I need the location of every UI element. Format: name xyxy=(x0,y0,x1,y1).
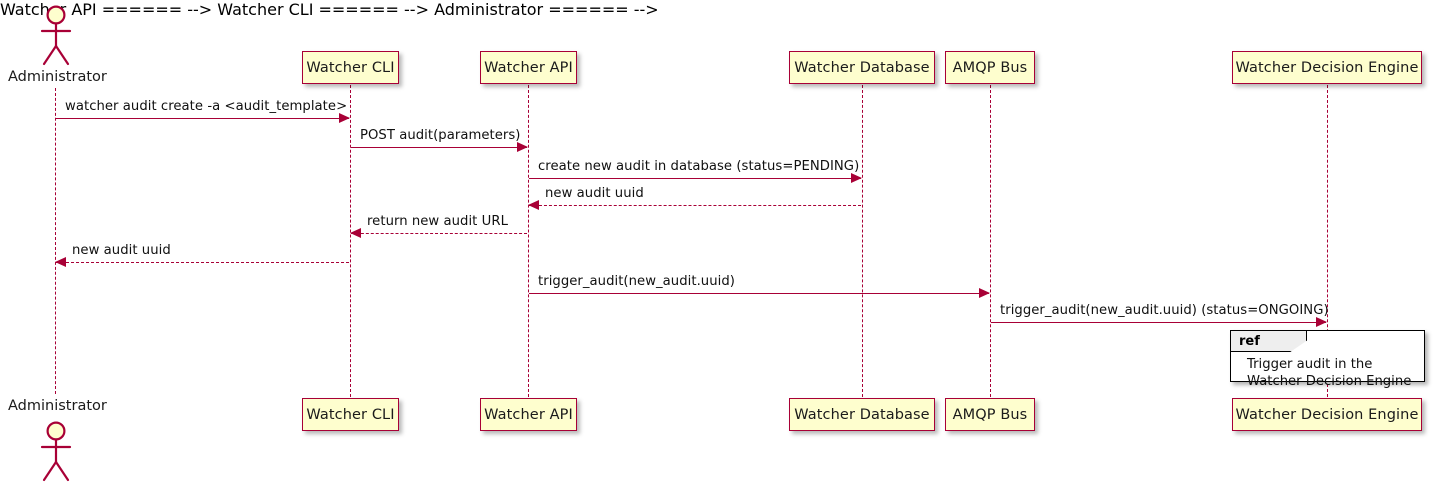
ref-fragment-tag: ref xyxy=(1231,331,1307,352)
ref-fragment-line-1: Trigger audit in the xyxy=(1247,357,1373,372)
lifeline-watcher-cli xyxy=(350,85,351,397)
arrowhead-right-icon xyxy=(979,287,990,298)
message-line xyxy=(529,293,989,294)
participant-watcher-api-bottom[interactable]: Watcher API xyxy=(480,398,577,431)
message-label: POST audit(parameters) xyxy=(360,128,521,143)
message-line xyxy=(529,178,861,179)
message-label: trigger_audit(new_audit.uuid) (status=ON… xyxy=(1000,303,1329,318)
message-label: create new audit in database (status=PEN… xyxy=(538,159,860,174)
actor-administrator-top-label: Administrator xyxy=(8,69,107,85)
participant-watcher-decision-engine-bottom[interactable]: Watcher Decision Engine xyxy=(1232,398,1422,431)
participant-watcher-database-top[interactable]: Watcher Database xyxy=(789,51,935,84)
arrowhead-right-icon xyxy=(339,112,350,123)
participant-watcher-cli-top[interactable]: Watcher CLI xyxy=(302,51,399,84)
participant-label: AMQP Bus xyxy=(952,59,1028,76)
message-label: new audit uuid xyxy=(72,243,171,258)
participant-watcher-decision-engine-top[interactable]: Watcher Decision Engine xyxy=(1232,51,1422,84)
participant-amqp-bus-top[interactable]: AMQP Bus xyxy=(945,51,1035,84)
participant-label: Watcher Database xyxy=(794,406,930,423)
lifeline-administrator xyxy=(55,88,56,394)
participant-label: Watcher Database xyxy=(794,59,930,76)
lifeline-watcher-database xyxy=(862,85,863,397)
participant-watcher-database-bottom[interactable]: Watcher Database xyxy=(789,398,935,431)
participant-label: Watcher API xyxy=(484,59,573,76)
arrowhead-left-icon xyxy=(528,199,539,210)
message-label: trigger_audit(new_audit.uuid) xyxy=(538,274,735,289)
participant-label: Watcher API xyxy=(484,406,573,423)
message-label: watcher audit create -a <audit_template> xyxy=(65,99,348,114)
message-line xyxy=(56,118,349,119)
participant-label: Watcher CLI xyxy=(306,406,395,423)
message-label: return new audit URL xyxy=(367,214,508,229)
arrowhead-left-icon xyxy=(350,227,361,238)
participant-label: Watcher Decision Engine xyxy=(1235,406,1419,423)
participant-label: AMQP Bus xyxy=(952,406,1028,423)
message-line xyxy=(351,233,527,234)
message-line xyxy=(529,205,861,206)
message-line xyxy=(991,322,1326,323)
lifeline-amqp-bus xyxy=(990,85,991,397)
arrowhead-right-icon xyxy=(1316,316,1327,327)
participant-label: Watcher Decision Engine xyxy=(1235,59,1419,76)
participant-amqp-bus-bottom[interactable]: AMQP Bus xyxy=(945,398,1035,431)
arrowhead-right-icon xyxy=(517,141,528,152)
ref-fragment-line-2: Watcher Decision Engine xyxy=(1247,374,1412,389)
ref-fragment[interactable]: ref Trigger audit in the Watcher Decisio… xyxy=(1230,330,1425,389)
lifeline-watcher-decision-engine xyxy=(1327,85,1328,397)
ref-fragment-body: Trigger audit in the Watcher Decision En… xyxy=(1231,353,1424,390)
actor-administrator-bottom-label: Administrator xyxy=(8,398,107,414)
lifeline-watcher-api xyxy=(528,85,529,397)
message-label: new audit uuid xyxy=(545,186,644,201)
arrowhead-right-icon xyxy=(851,172,862,183)
participant-watcher-cli-bottom[interactable]: Watcher CLI xyxy=(302,398,399,431)
actor-administrator-top-icon xyxy=(34,4,78,70)
arrowhead-left-icon xyxy=(55,256,66,267)
participant-watcher-api-top[interactable]: Watcher API xyxy=(480,51,577,84)
message-line xyxy=(351,147,527,148)
participant-label: Watcher CLI xyxy=(306,59,395,76)
actor-administrator-bottom-icon xyxy=(34,420,78,486)
message-line xyxy=(56,262,349,263)
